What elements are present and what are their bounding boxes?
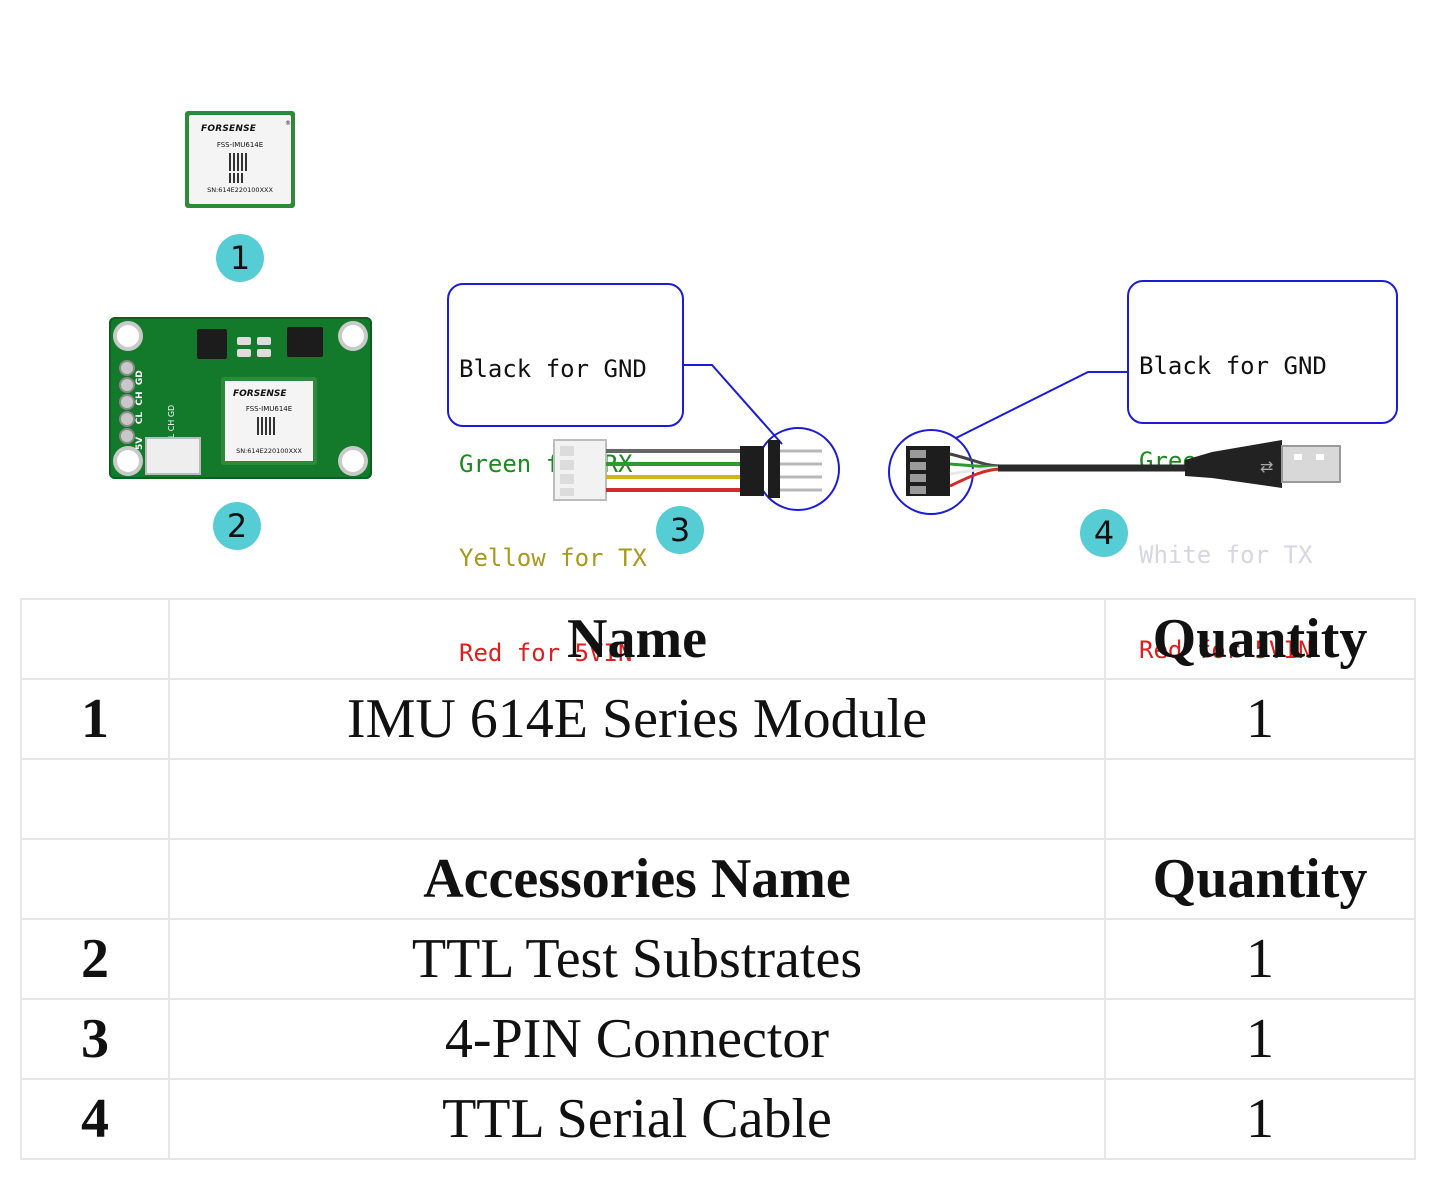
usb-plug xyxy=(1281,445,1341,483)
qr-code-icon xyxy=(229,153,247,171)
row-number: 1 xyxy=(20,678,170,760)
accessories-header-quantity: Quantity xyxy=(1104,838,1416,920)
callout-line-black: Black for GND xyxy=(1139,352,1327,380)
chip-component xyxy=(197,329,227,359)
mounting-hole xyxy=(117,450,139,472)
header-quantity: Quantity xyxy=(1104,598,1416,680)
wire-red xyxy=(949,467,1001,488)
pin-header xyxy=(768,440,780,498)
row-number: 4 xyxy=(20,1078,170,1160)
row-name: TTL Serial Cable xyxy=(168,1078,1106,1160)
row-quantity: 1 xyxy=(1104,918,1416,1000)
header-num-cell xyxy=(20,838,170,920)
qr-code-icon xyxy=(257,417,275,435)
chip-component xyxy=(287,327,323,357)
callout-line-white: White for TX xyxy=(1139,541,1313,569)
smd-resistor xyxy=(257,349,271,357)
pin-pad xyxy=(121,379,133,391)
accessories-header-row: Accessories Name Quantity xyxy=(20,838,1416,920)
badge-1: 1 xyxy=(216,234,264,282)
connector-illustration xyxy=(553,364,840,511)
smd-resistor xyxy=(237,349,251,357)
usb-housing xyxy=(1185,440,1282,488)
board-module-serial: SN:614E220100XXX xyxy=(236,447,302,455)
board-module-brand: FORSENSE xyxy=(233,389,287,399)
pin-pad xyxy=(121,396,133,408)
row-quantity: 1 xyxy=(1104,998,1416,1080)
smd-resistor xyxy=(237,337,251,345)
dupont-housing xyxy=(740,446,764,496)
usb-icon: ⇄ xyxy=(1260,457,1273,476)
parts-table: Name Quantity 1 IMU 614E Series Module 1… xyxy=(20,598,1416,1160)
module-registered-mark: ® xyxy=(285,120,291,127)
serial-cable-illustration: ⇄ xyxy=(888,371,1341,515)
callout-pointer-line xyxy=(683,364,783,445)
callout-pointer-line xyxy=(955,371,1129,439)
badge-4: 4 xyxy=(1080,509,1128,557)
callout-line-yellow: Yellow for TX xyxy=(459,544,647,572)
callout-line-black: Black for GND xyxy=(459,355,647,383)
imu-module-image: FORSENSE ® FSS-IMU614E SN:614E220100XXX xyxy=(185,111,295,208)
pin-pad xyxy=(121,430,133,442)
module-model: FSS-IMU614E xyxy=(216,141,264,149)
table-row: 2 TTL Test Substrates 1 xyxy=(20,918,1416,1000)
row-number: 2 xyxy=(20,918,170,1000)
mounting-hole xyxy=(117,325,139,347)
table-empty-row xyxy=(20,758,1416,840)
row-number: 3 xyxy=(20,998,170,1080)
imu-module-on-board: FORSENSE FSS-IMU614E SN:614E220100XXX xyxy=(221,377,317,465)
row-quantity: 1 xyxy=(1104,678,1416,760)
row-name: IMU 614E Series Module xyxy=(168,678,1106,760)
row-name: 4-PIN Connector xyxy=(168,998,1106,1080)
table-row: 4 TTL Serial Cable 1 xyxy=(20,1078,1416,1160)
smd-resistor xyxy=(257,337,271,345)
mounting-hole xyxy=(342,325,364,347)
row-quantity: 1 xyxy=(1104,1078,1416,1160)
module-brand: FORSENSE xyxy=(201,124,257,134)
pin-pad xyxy=(121,413,133,425)
module-serial: SN:614E220100XXX xyxy=(207,186,273,194)
table-header-row: Name Quantity xyxy=(20,598,1416,680)
qr-code-icon xyxy=(229,173,243,183)
ttl-test-board-image: 5V CL CH GD 5V CL CH GD FORSENSE FSS-IMU… xyxy=(109,317,372,479)
table-row: 1 IMU 614E Series Module 1 xyxy=(20,678,1416,760)
header-num-cell xyxy=(20,598,170,680)
table-row: 3 4-PIN Connector 1 xyxy=(20,998,1416,1080)
board-module-model: FSS-IMU614E xyxy=(245,405,293,413)
pin-pad xyxy=(121,362,133,374)
mounting-hole xyxy=(342,450,364,472)
jst-connector xyxy=(145,437,201,475)
header-name: Name xyxy=(168,598,1106,680)
badge-3: 3 xyxy=(656,506,704,554)
accessories-header-name: Accessories Name xyxy=(168,838,1106,920)
cable-zoom-circle xyxy=(888,429,974,515)
badge-2: 2 xyxy=(213,502,261,550)
pin-labels-left: 5V CL CH GD xyxy=(135,370,145,450)
row-name: TTL Test Substrates xyxy=(168,918,1106,1000)
